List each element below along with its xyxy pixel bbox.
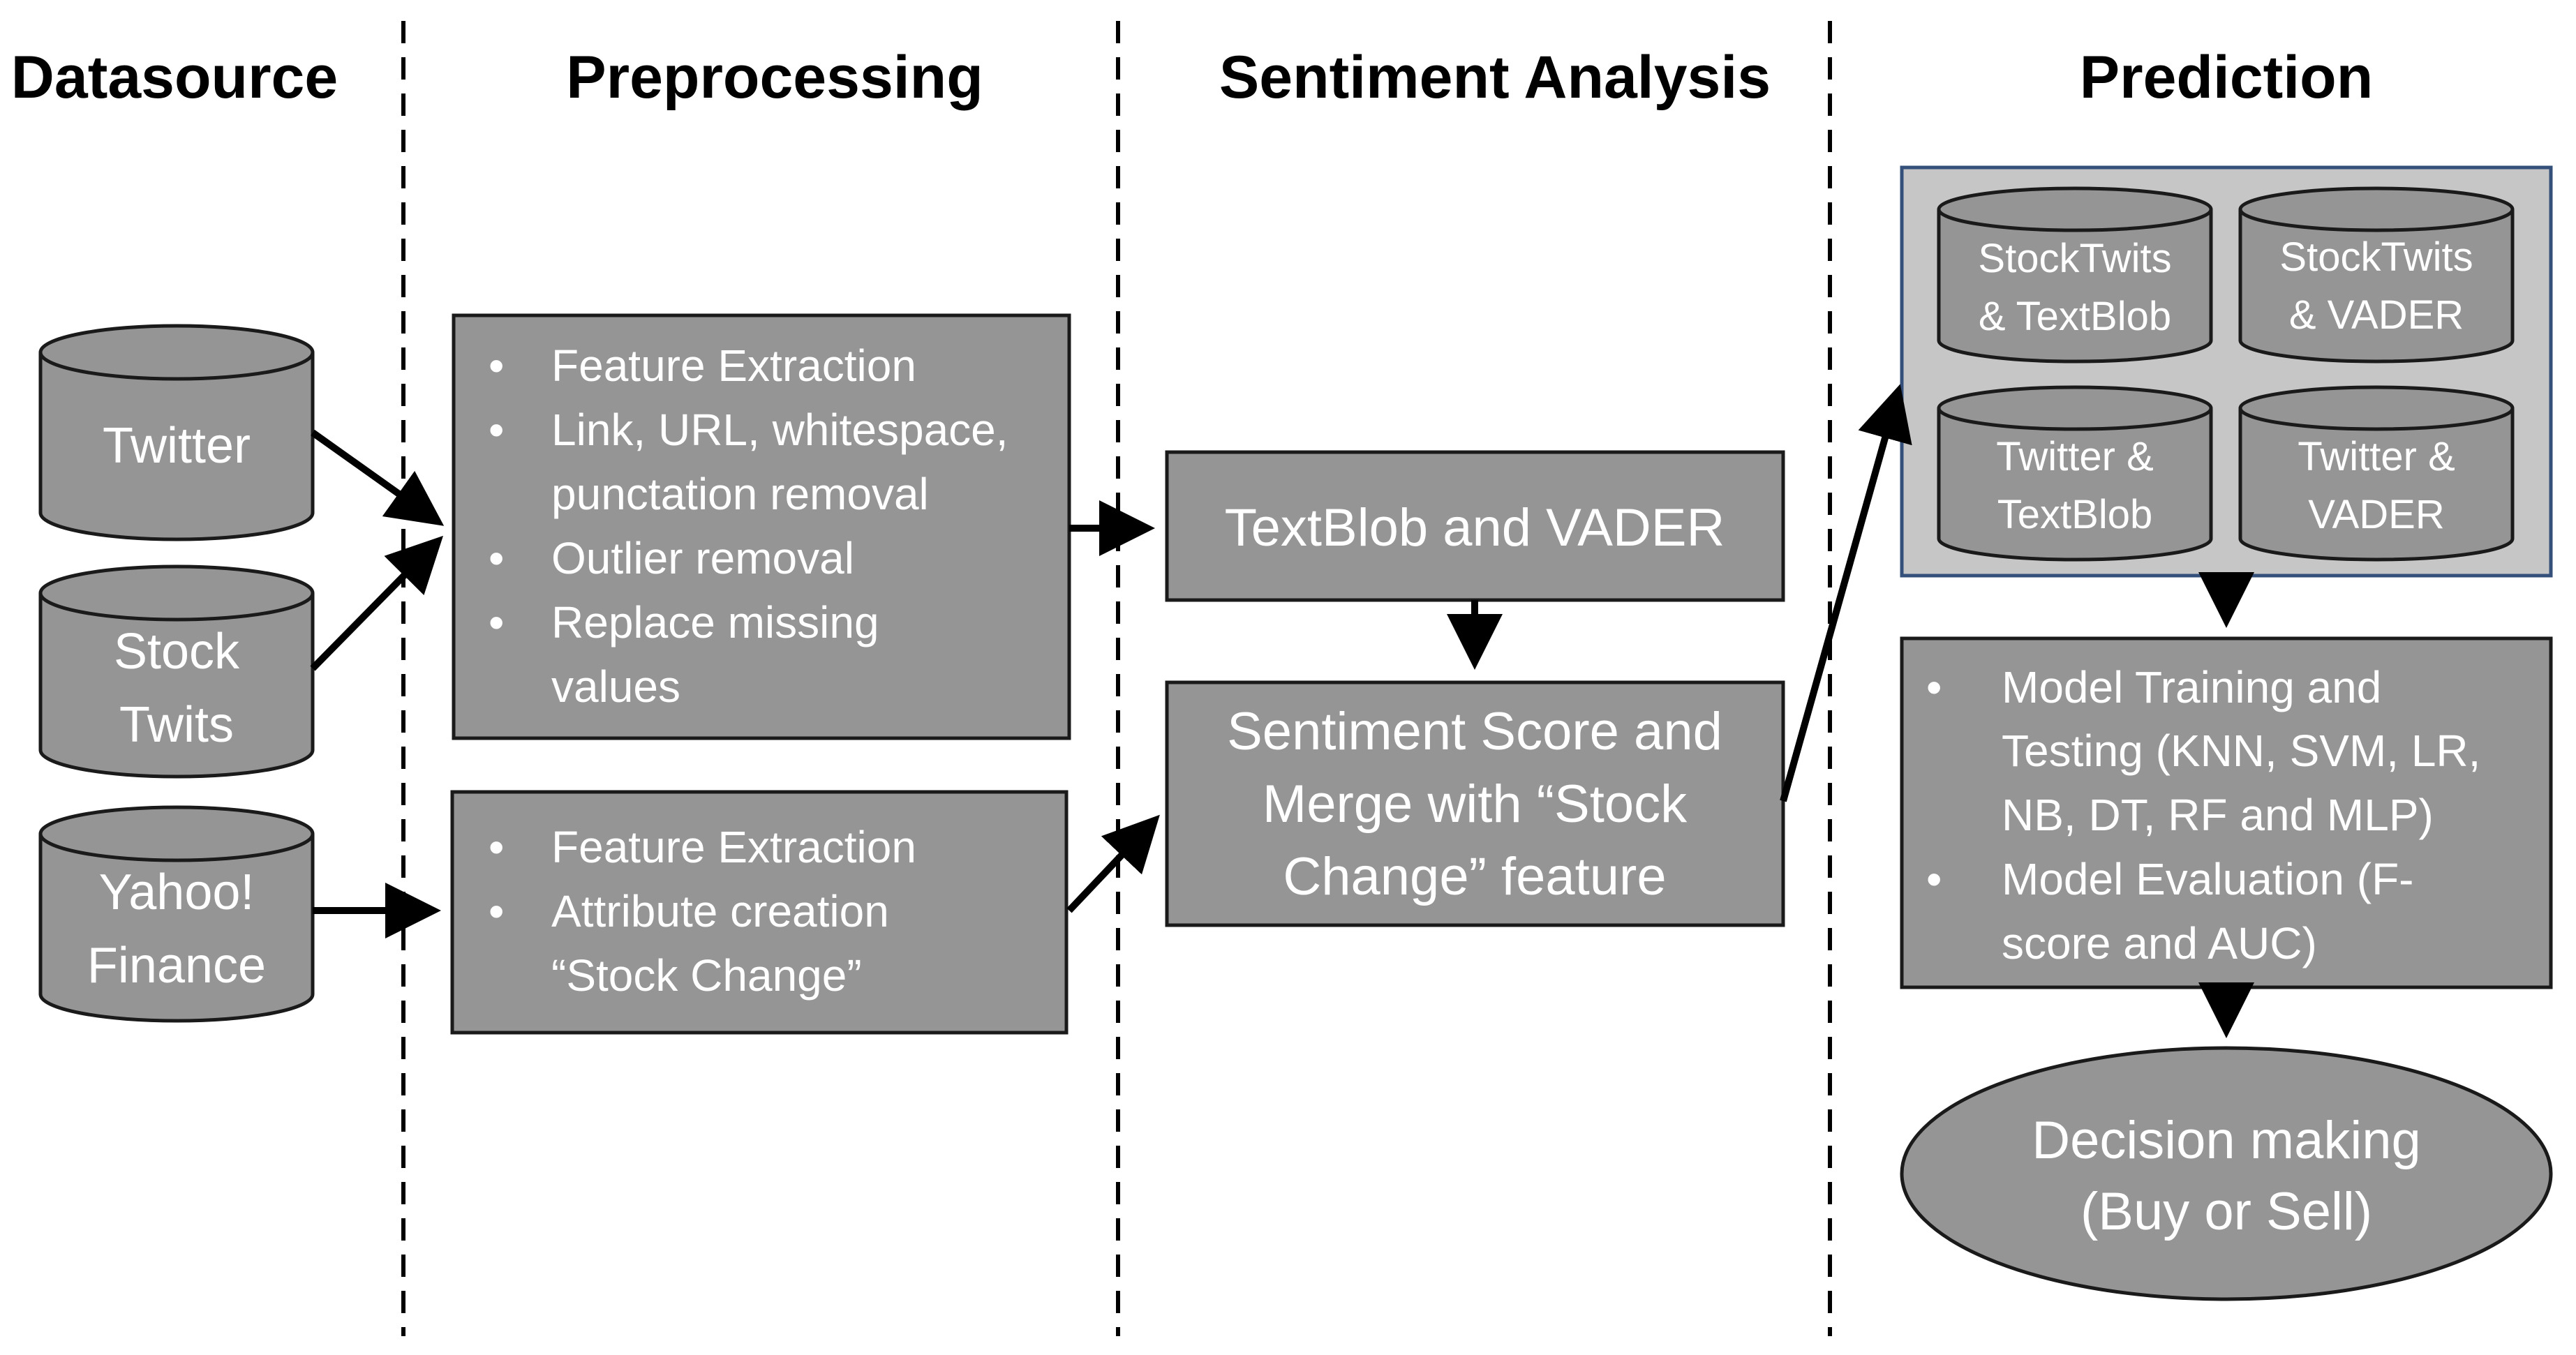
model-item: Model Training and [2002,662,2381,712]
arrow-score-to-datasets [1780,384,1912,802]
dataset-label-line2: & TextBlob [1979,294,2171,339]
dataset-label-line2: TextBlob [1997,492,2152,537]
dataset-twitter-textblob-cylinder: Twitter & TextBlob [1937,385,2213,562]
bullet: • [489,533,504,583]
dataset-stocktwits-textblob-cylinder: StockTwits & TextBlob [1937,186,2213,364]
preprocessing-cleaning-box: • Feature Extraction • Link, URL, whites… [452,313,1071,740]
decision-making-node: Decision making (Buy or Sell) [1900,1046,2553,1301]
yahoo-finance-datasource-cylinder: Yahoo! Finance [38,805,315,1023]
bullet: • [1926,662,1942,712]
stocktwits-label-line1: Stock [114,624,240,680]
sentiment-tools-box: TextBlob and VADER [1165,450,1785,602]
preprocessing-item: Replace missing [551,597,879,647]
yahoo-label-line2: Finance [87,938,266,994]
heading-sentiment-analysis: Sentiment Analysis [1219,44,1771,111]
model-item-continuation: score and AUC) [2002,918,2317,968]
prediction-datasets-panel: StockTwits & TextBlob StockTwits & VADER… [1900,165,2553,578]
bullet: • [489,886,504,936]
preprocessing-item: Attribute creation [551,886,889,936]
decision-line1: Decision making [2032,1111,2421,1170]
column-dividers [401,21,1832,1336]
sentiment-score-line1: Sentiment Score and [1227,702,1722,761]
dataset-label-line2: & VADER [2289,292,2464,338]
dataset-label-line1: Twitter & [2298,434,2455,479]
preprocessing-item: Link, URL, whitespace, [551,405,1008,455]
dataset-twitter-vader-cylinder: Twitter & VADER [2238,385,2515,562]
dataset-label-line1: StockTwits [1978,236,2171,281]
yahoo-label-line1: Yahoo! [99,864,255,920]
decision-line2: (Buy or Sell) [2080,1182,2372,1241]
heading-prediction: Prediction [2080,44,2374,111]
stocktwits-datasource-cylinder: Stock Twits [38,564,315,779]
model-training-box: • Model Training and Testing (KNN, SVM, … [1900,636,2553,989]
dataset-label-line1: Twitter & [1996,434,2154,479]
bullet: • [489,405,504,455]
sentiment-score-line2: Merge with “Stock [1263,774,1688,834]
preprocessing-item: Feature Extraction [551,822,916,872]
flow-arrows [310,384,2254,1038]
bullet: • [489,822,504,872]
sentiment-score-box: Sentiment Score and Merge with “Stock Ch… [1165,680,1785,927]
dataset-stocktwits-vader-cylinder: StockTwits & VADER [2238,186,2515,364]
preprocessing-item: Outlier removal [551,533,854,583]
bullet: • [489,597,504,647]
sentiment-score-line3: Change” feature [1283,847,1666,906]
model-item-continuation: Testing (KNN, SVM, LR, [2002,726,2480,776]
stocktwits-label-line2: Twits [119,697,234,753]
arrow-stocktwits-to-preprocessing [310,535,444,671]
arrow-twitter-to-preprocessing [311,429,445,526]
heading-datasource: Datasource [11,44,338,111]
heading-preprocessing: Preprocessing [566,44,983,111]
dataset-label-line2: VADER [2308,492,2445,537]
model-item-continuation: NB, DT, RF and MLP) [2002,790,2434,840]
sentiment-tools-label: TextBlob and VADER [1225,498,1725,557]
preprocessing-item-continuation: values [551,661,680,712]
twitter-label: Twitter [103,418,251,474]
preprocessing-item-continuation: punctation removal [551,469,929,519]
bullet: • [1926,854,1942,904]
dataset-label-line1: StockTwits [2279,234,2473,280]
preprocessing-item: Feature Extraction [551,340,916,391]
preprocessing-item-continuation: “Stock Change” [551,950,862,1001]
arrow-attributes-to-score [1066,814,1160,913]
twitter-datasource-cylinder: Twitter [38,324,315,541]
bullet: • [489,340,504,391]
preprocessing-attribute-box: • Feature Extraction • Attribute creatio… [450,790,1069,1035]
model-item: Model Evaluation (F- [2002,854,2413,904]
